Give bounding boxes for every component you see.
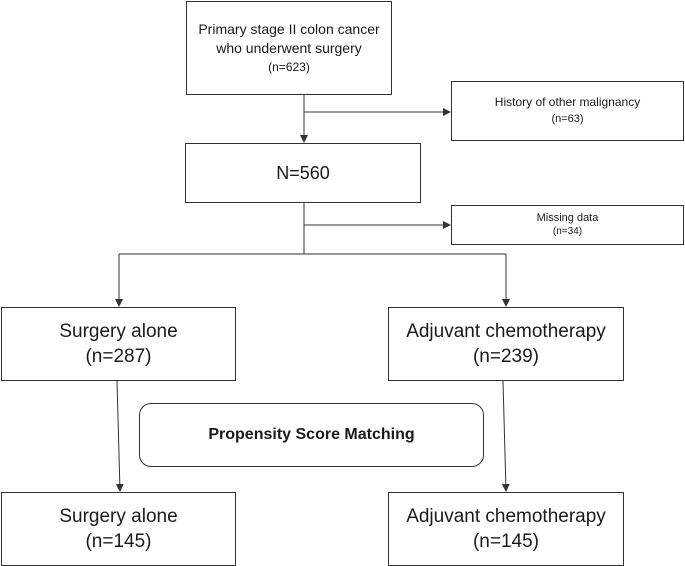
surgery-after-count: (n=145) (85, 531, 152, 552)
total-label: N=560 (276, 162, 330, 183)
adjuvant-after-label: Adjuvant chemotherapy (406, 506, 606, 527)
missing-label: Missing data (536, 212, 599, 224)
box-adjuvant-before: Adjuvant chemotherapy (n=239) (388, 307, 624, 381)
primary-line1: Primary stage II colon cancer (198, 20, 380, 37)
box-adjuvant-after: Adjuvant chemotherapy (n=145) (388, 492, 624, 566)
psm-label: Propensity Score Matching (208, 426, 415, 443)
arrow-adjuvant-match (501, 380, 510, 492)
box-history-malignancy: History of other malignancy (n=63) (451, 81, 684, 141)
box-primary-cohort: Primary stage II colon cancer who underw… (186, 1, 392, 95)
history-label: History of other malignancy (494, 95, 641, 109)
surgery-after-label: Surgery alone (59, 506, 178, 527)
adjuvant-after-count: (n=145) (472, 531, 540, 552)
surgery-before-label: Surgery alone (59, 321, 178, 342)
missing-count: (n=34) (552, 226, 583, 237)
box-surgery-before: Surgery alone (n=287) (1, 307, 236, 381)
box-propensity-score-matching: Propensity Score Matching (139, 403, 484, 467)
adjuvant-before-label: Adjuvant chemotherapy (406, 321, 606, 342)
primary-count: (n=623) (268, 59, 310, 74)
box-total: N=560 (185, 143, 421, 203)
primary-line2: who underwent surgery (216, 39, 362, 56)
box-missing-data: Missing data (n=34) (451, 205, 684, 245)
adjuvant-before-count: (n=239) (472, 346, 540, 367)
surgery-before-count: (n=287) (85, 346, 152, 367)
history-count: (n=63) (551, 113, 584, 125)
arrow-surgery-match (115, 380, 124, 492)
box-surgery-after: Surgery alone (n=145) (1, 492, 236, 566)
